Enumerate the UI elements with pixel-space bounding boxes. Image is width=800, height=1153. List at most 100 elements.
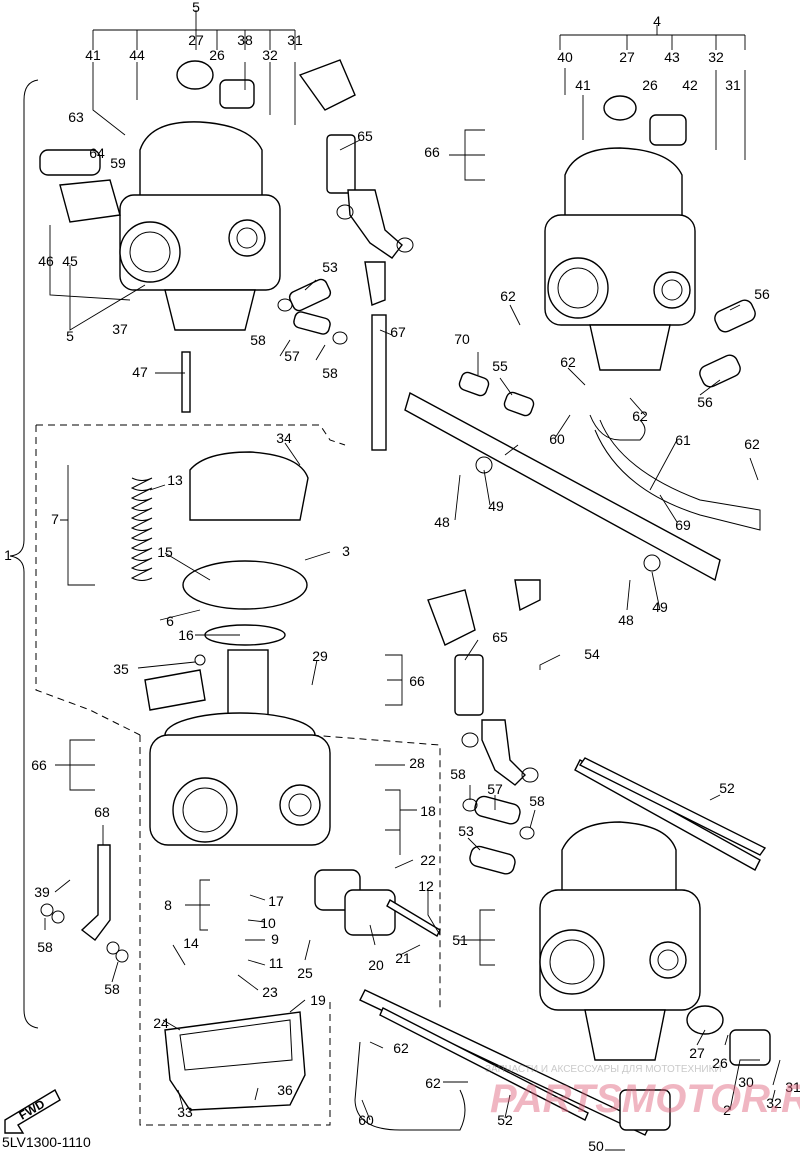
callout-51: 51 [452, 932, 468, 948]
callout-32: 32 [766, 1095, 782, 1111]
assembly-bracket-1 [9, 79, 39, 1029]
callout-9: 9 [271, 931, 279, 947]
callout-52: 52 [719, 780, 735, 796]
callout-31: 31 [785, 1079, 800, 1095]
plugs-and-caps [288, 278, 756, 875]
callout-42: 42 [682, 77, 698, 93]
callout-32: 32 [262, 47, 278, 63]
callout-48: 48 [618, 612, 634, 628]
long-screws [379, 757, 767, 1121]
callout-4: 4 [653, 13, 661, 29]
callout-59: 59 [110, 155, 126, 171]
callout-44: 44 [129, 47, 145, 63]
carburetor-top-left [39, 121, 281, 331]
float-assembly [314, 869, 396, 936]
callout-58: 58 [322, 365, 338, 381]
callout-26: 26 [712, 1055, 728, 1071]
callout-48: 48 [434, 514, 450, 530]
diaphragm [182, 560, 308, 610]
callout-43: 43 [664, 49, 680, 65]
callout-64: 64 [89, 145, 105, 161]
callout-58: 58 [104, 981, 120, 997]
callout-12: 12 [418, 878, 434, 894]
callout-29: 29 [312, 648, 328, 664]
watermark-caption: ЗАПЧАСТИ И АКСЕССУАРЫ ДЛЯ МОТОТЕХНИКИ [485, 1064, 722, 1075]
float-chamber [164, 1011, 306, 1111]
callout-66: 66 [31, 757, 47, 773]
linkage-bars [359, 391, 761, 1136]
side-covers [176, 60, 771, 1131]
callout-15: 15 [157, 544, 173, 560]
callout-49: 49 [488, 498, 504, 514]
callout-32: 32 [708, 49, 724, 65]
callout-58: 58 [37, 939, 53, 955]
callout-37: 37 [112, 321, 128, 337]
callout-58: 58 [250, 332, 266, 348]
leader-lines [44, 10, 781, 1151]
hoses [80, 134, 761, 1131]
callout-61: 61 [675, 432, 691, 448]
callout-1: 1 [4, 547, 12, 563]
callout-25: 25 [297, 965, 313, 981]
watermark: ЗАПЧАСТИ И АКСЕССУАРЫ ДЛЯ МОТОТЕХНИКИ PA… [485, 1064, 800, 1121]
o-rings [40, 204, 661, 963]
callout-31: 31 [725, 77, 741, 93]
callout-21: 21 [395, 950, 411, 966]
callout-52: 52 [497, 1112, 513, 1128]
vacuum-piston-spring [130, 477, 153, 581]
callout-6: 6 [166, 613, 174, 629]
callout-63: 63 [68, 109, 84, 125]
callout-62: 62 [744, 436, 760, 452]
callout-45: 45 [62, 253, 78, 269]
callout-27: 27 [689, 1045, 705, 1061]
callout-57: 57 [487, 781, 503, 797]
callout-65: 65 [492, 629, 508, 645]
callout-10: 10 [260, 915, 276, 931]
carburetor-bottom-right [539, 821, 701, 1061]
callout-60: 60 [549, 431, 565, 447]
callout-16: 16 [178, 627, 194, 643]
callout-38: 38 [237, 32, 253, 48]
callout-18: 18 [420, 803, 436, 819]
callout-66: 66 [424, 144, 440, 160]
callout-55: 55 [492, 358, 508, 374]
callout-62: 62 [393, 1040, 409, 1056]
watermark-brand: PARTSMOTOR.RU [490, 1077, 800, 1121]
callout-13: 13 [167, 472, 183, 488]
callout-54: 54 [584, 646, 600, 662]
callout-5: 5 [66, 328, 74, 344]
callout-19: 19 [310, 992, 326, 1008]
callout-14: 14 [183, 935, 199, 951]
callout-50: 50 [588, 1138, 604, 1153]
callout-47: 47 [132, 364, 148, 380]
callout-57: 57 [284, 348, 300, 364]
callout-3: 3 [342, 543, 350, 559]
callout-68: 68 [94, 804, 110, 820]
callout-27: 27 [619, 49, 635, 65]
callout-35: 35 [113, 661, 129, 677]
callout-53: 53 [322, 259, 338, 275]
forward-direction-arrow: FWD [4, 1089, 61, 1134]
callout-23: 23 [262, 984, 278, 1000]
elbow-fittings [298, 59, 541, 786]
callout-62: 62 [500, 288, 516, 304]
callout-40: 40 [557, 49, 573, 65]
callout-34: 34 [276, 430, 292, 446]
callout-5: 5 [192, 0, 200, 15]
callout-58: 58 [450, 766, 466, 782]
callout-56: 56 [697, 394, 713, 410]
callout-30: 30 [738, 1074, 754, 1090]
diagram-code: 5LV1300-1110 [2, 1134, 91, 1150]
callout-41: 41 [575, 77, 591, 93]
callout-22: 22 [420, 852, 436, 868]
callout-11: 11 [269, 955, 284, 971]
callout-26: 26 [209, 47, 225, 63]
callout-65: 65 [357, 128, 373, 144]
callout-33: 33 [177, 1104, 193, 1120]
callout-28: 28 [409, 755, 425, 771]
callout-46: 46 [38, 253, 54, 269]
callout-31: 31 [287, 32, 303, 48]
callout-62: 62 [560, 354, 576, 370]
